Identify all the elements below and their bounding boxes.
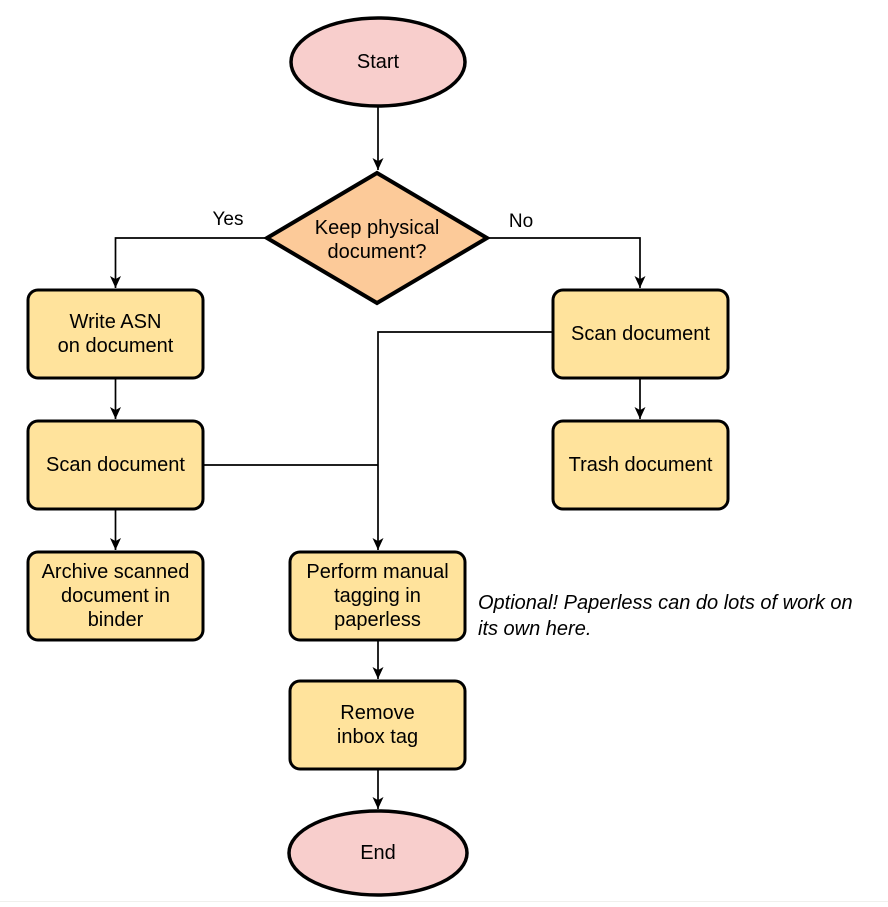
process-scan-left-shape	[26, 419, 205, 511]
decision-diamond-shape	[263, 170, 491, 306]
process-write-asn-shape	[26, 288, 205, 380]
edge-scan-right-to-tagging	[372, 331, 553, 550]
end-terminator-shape	[287, 809, 469, 897]
process-trash-shape	[551, 419, 730, 511]
page-bottom-divider	[0, 901, 888, 902]
edge-decision-yes	[110, 237, 266, 288]
process-remove-inbox-shape	[288, 679, 467, 771]
edge-decision-no	[488, 237, 646, 288]
start-terminator-shape	[289, 16, 467, 108]
process-archive-shape	[26, 550, 205, 642]
process-tagging-shape	[288, 550, 467, 642]
process-scan-right-shape	[551, 288, 730, 380]
